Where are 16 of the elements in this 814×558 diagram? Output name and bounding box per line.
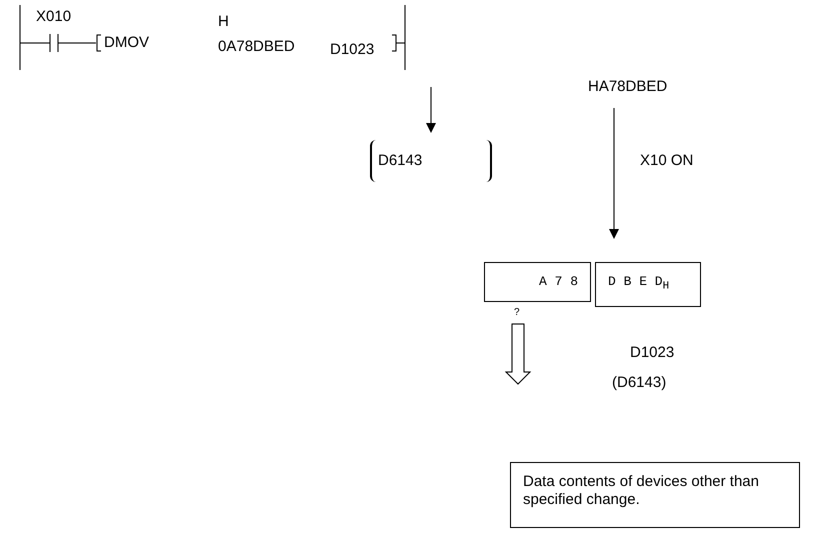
edge-label: ? [514,306,520,320]
arrow [504,324,532,385]
note-box: Data contents of devices other than specified change. [510,462,800,528]
register-cell: D B E D$_{H}$ [595,262,701,307]
edge-label: X10 ON [640,152,694,170]
operand-value: H 0A78DBED [218,12,296,57]
instruction-name: DMOV [104,34,149,52]
hex-value: HA78DBED [588,78,684,100]
contact-label: X010 [36,8,72,26]
device-note: (D6143) [612,374,666,392]
arrow [609,108,619,239]
device-note: D6143 [370,140,492,182]
device-operand: D1023 [330,41,390,61]
register-cell: A 7 8 [484,262,591,302]
arrow [426,86,436,133]
device-name: D1023 [630,344,674,362]
